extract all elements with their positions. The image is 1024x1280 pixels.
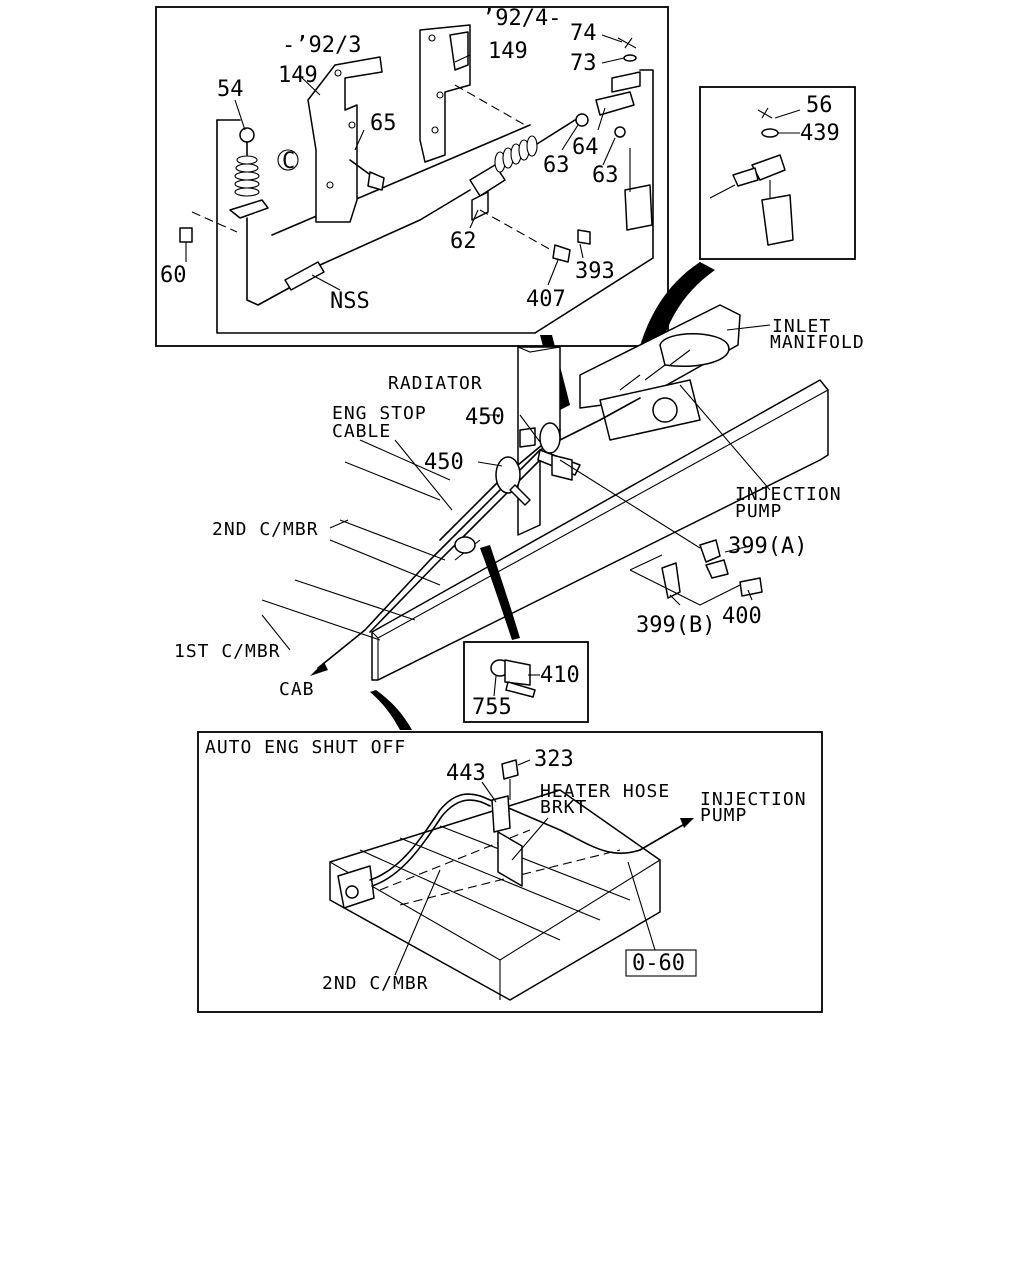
auto-eng-shut-off-box: AUTO ENG SHUT OFF 443 323 HEATER HOSE BR… <box>197 731 823 1013</box>
part-label-400: 400 <box>722 604 762 629</box>
part-label-74: 74 <box>570 21 597 46</box>
part-label-149-left: 149 <box>278 63 318 88</box>
part-label-62: 62 <box>450 229 477 254</box>
part-label-63-right: 63 <box>592 163 619 188</box>
eng-stop-cable-label-line1: ENG STOP <box>332 403 427 424</box>
date-label-late: ’92/4- <box>482 6 561 31</box>
second-cross-member-label: 2ND C/MBR <box>212 519 319 540</box>
cab-label: CAB <box>279 679 315 700</box>
injection-pump-label2-line1: INJECTION <box>700 789 807 810</box>
part-label-399b: 399(B) <box>636 613 715 638</box>
circle-label-c: C <box>282 149 295 174</box>
part-label-56: 56 <box>806 93 833 118</box>
part-label-323: 323 <box>534 747 574 772</box>
heater-hose-brkt-label-line1: HEATER HOSE <box>540 781 670 802</box>
main-assembly: INLET MANIFOLD RADIATOR ENG STOP CABLE I… <box>174 304 865 700</box>
part-label-450-lower: 450 <box>424 450 464 475</box>
radiator-label: RADIATOR <box>388 373 483 394</box>
part-label-450-upper: 450 <box>465 405 505 430</box>
part-label-149-right: 149 <box>488 39 528 64</box>
date-label-early: -’92/3 <box>282 33 361 58</box>
part-label-54: 54 <box>217 77 244 102</box>
part-label-64: 64 <box>572 135 599 160</box>
part-label-443: 443 <box>446 761 486 786</box>
clip-detail-box: 410 755 <box>463 641 589 723</box>
right-detail-box: 56 439 <box>699 86 856 260</box>
injection-pump-label-line1: INJECTION <box>735 484 842 505</box>
part-label-65: 65 <box>370 111 397 136</box>
part-label-393: 393 <box>575 259 615 284</box>
nss-label: NSS <box>330 289 370 314</box>
part-label-63-left: 63 <box>543 153 570 178</box>
first-cross-member-label: 1ST C/MBR <box>174 641 281 662</box>
ref-label-0-60[interactable]: 0-60 <box>632 951 685 976</box>
eng-stop-cable-label-line2: CABLE <box>332 421 391 442</box>
inlet-manifold-label-line1: INLET <box>772 316 831 337</box>
part-label-73: 73 <box>570 51 597 76</box>
pointer-arrow-small-box <box>480 545 520 640</box>
injection-pump-label2-line2: PUMP <box>700 805 747 826</box>
top-detail-box: ’92/4- -’92/3 54 149 149 65 60 62 63 63 … <box>155 6 669 347</box>
pointer-arrow-bottom-box <box>370 690 412 730</box>
second-cross-member-label-2: 2ND C/MBR <box>322 973 429 994</box>
part-label-410: 410 <box>540 663 580 688</box>
heater-hose-brkt-label-line2: BRKT <box>540 797 587 818</box>
part-label-399a: 399(A) <box>728 534 807 559</box>
part-label-439: 439 <box>800 121 840 146</box>
part-label-60: 60 <box>160 263 187 288</box>
auto-eng-shut-off-title: AUTO ENG SHUT OFF <box>205 737 406 758</box>
part-label-755: 755 <box>472 695 512 720</box>
inlet-manifold-label-line2: MANIFOLD <box>770 332 865 353</box>
injection-pump-label-line2: PUMP <box>735 501 782 522</box>
part-label-407: 407 <box>526 287 566 312</box>
